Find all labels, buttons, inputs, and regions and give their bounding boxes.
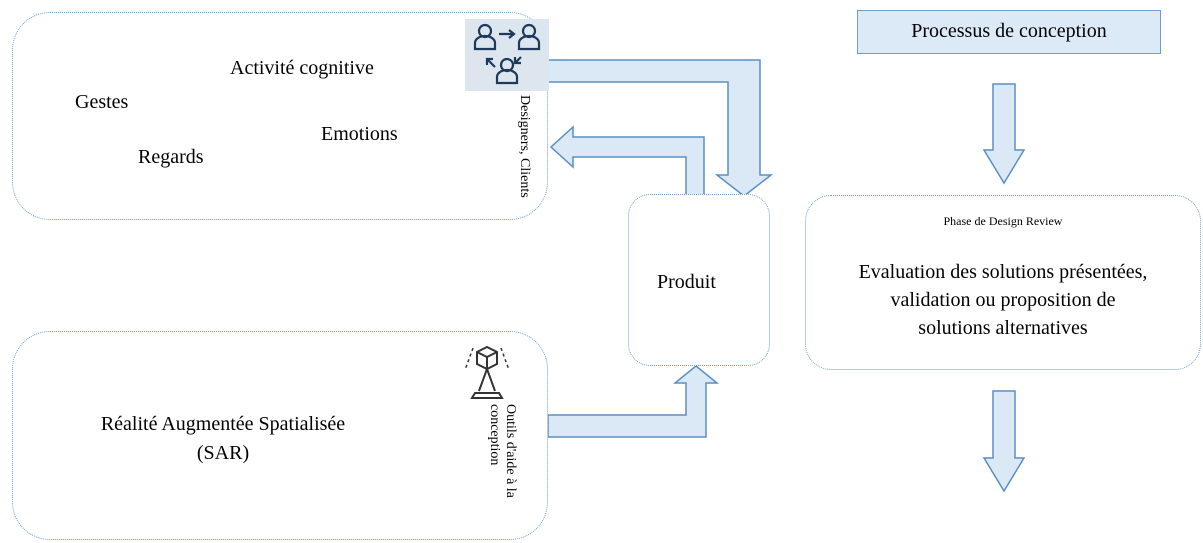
outils-label-line2: conception (487, 404, 502, 466)
arrow-down-2 (982, 390, 1026, 493)
people-exchange-icon (465, 19, 549, 91)
observation-box: Activité cognitive Gestes Emotions Regar… (12, 12, 549, 220)
arrow-from-bottom-box (547, 365, 720, 438)
process-header: Processus de conception (857, 10, 1161, 54)
sar-title-line2: (SAR) (196, 442, 250, 464)
arrow-to-top-box (549, 125, 705, 197)
designers-clients-label: Designers, Clients (517, 95, 532, 198)
sar-box: Réalité Augmentée Spatialisée (SAR) Outi… (12, 331, 548, 540)
outils-label: Outils d'aide à la conception (486, 404, 518, 498)
produit-label: Produit (657, 271, 716, 293)
phase-line-1: Evaluation des solutions présentées, (858, 261, 1148, 283)
regards-label: Regards (138, 146, 204, 168)
design-review-box: Phase de Design Review Evaluation des so… (805, 195, 1201, 370)
projector-icon (463, 344, 511, 400)
phase-title: Phase de Design Review (943, 214, 1063, 228)
outils-label-line1: Outils d'aide à la (503, 404, 518, 498)
phase-line-3: solutions alternatives (918, 317, 1088, 339)
arrow-down-1 (982, 83, 1026, 185)
phase-line-2: validation ou proposition de (890, 289, 1116, 311)
emotions-label: Emotions (321, 123, 398, 145)
produit-box: Produit (628, 194, 770, 366)
sar-title-line1: Réalité Augmentée Spatialisée (100, 413, 346, 435)
sar-title: Réalité Augmentée Spatialisée (SAR) (73, 410, 373, 468)
gestes-label: Gestes (75, 91, 129, 113)
activite-cognitive-label: Activité cognitive (230, 57, 374, 79)
phase-description: Evaluation des solutions présentées, val… (806, 258, 1200, 342)
arrow-to-produit (547, 59, 774, 197)
